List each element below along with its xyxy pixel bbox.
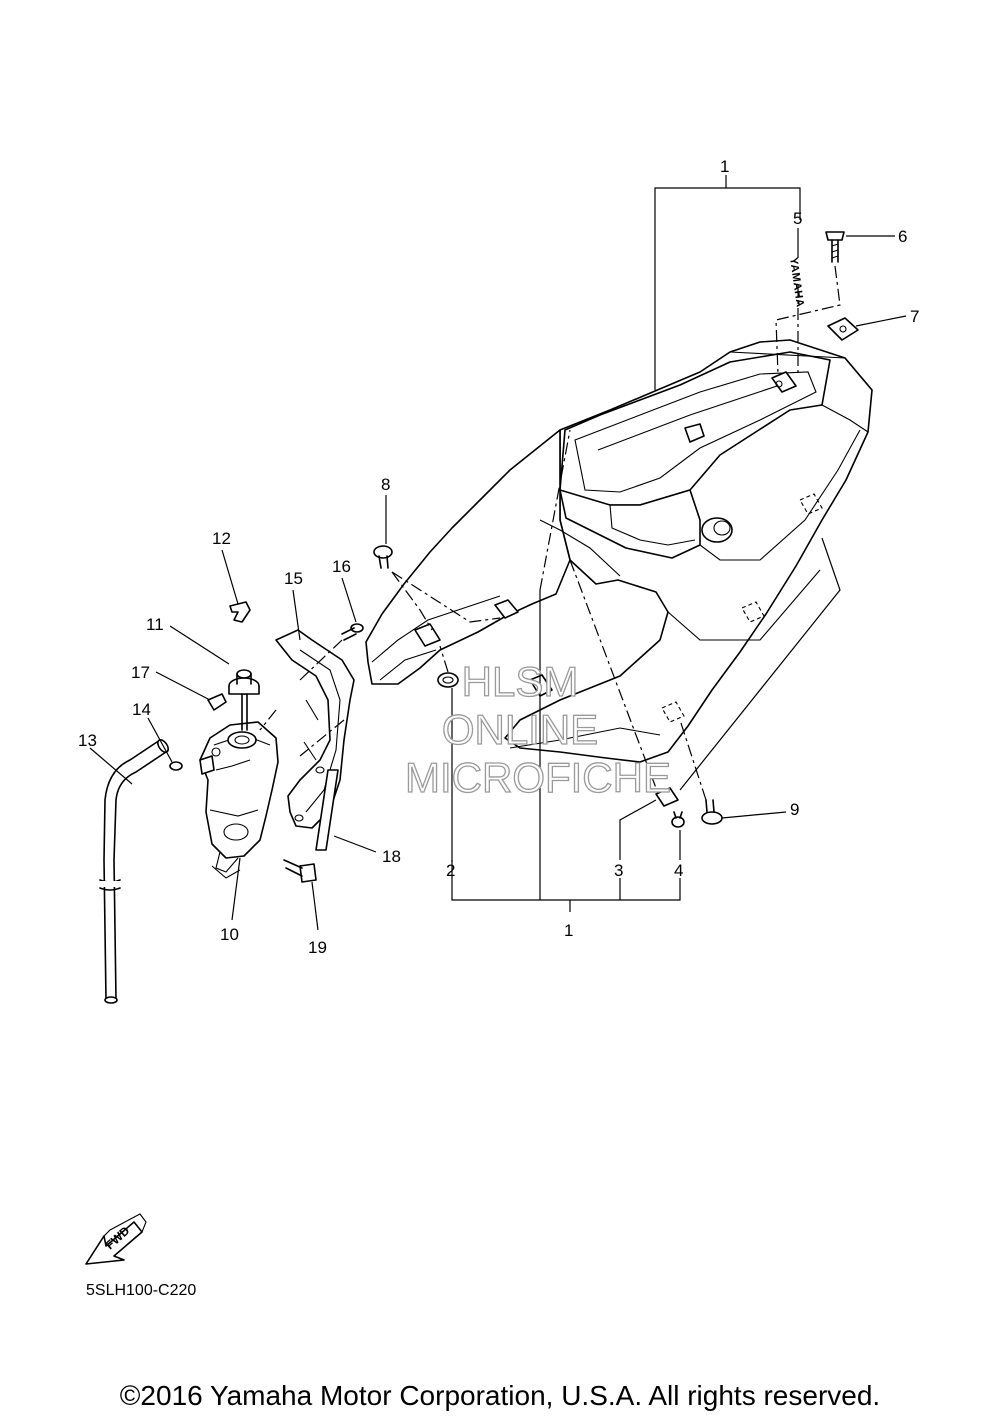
callout-12: 12 (212, 529, 231, 548)
bolt-part-16[interactable] (341, 623, 364, 641)
callout-11: 11 (146, 615, 164, 634)
grommet-part-2[interactable] (437, 672, 459, 688)
watermark: HLSM ONLINE MICROFICHE (404, 657, 671, 801)
nut-part-7[interactable] (827, 317, 859, 341)
yamaha-decal[interactable]: YAMAHA (787, 257, 806, 308)
callout-14: 14 (132, 700, 151, 719)
callout-13: 13 (78, 731, 97, 750)
svg-text:YAMAHA: YAMAHA (787, 257, 806, 308)
callout-15: 15 (284, 569, 303, 588)
callout-5: 5 (793, 209, 802, 228)
callout-18: 18 (382, 847, 401, 866)
diagram-code: 5SLH100-C220 (86, 1282, 196, 1299)
rivet-part-4[interactable] (671, 811, 685, 828)
screw-part-9[interactable] (701, 799, 723, 825)
svg-text:ONLINE: ONLINE (442, 706, 598, 753)
callout-2: 2 (446, 861, 455, 880)
callout-7: 7 (910, 307, 919, 326)
pad-part-18[interactable] (315, 769, 339, 851)
callout-6: 6 (898, 227, 907, 246)
callout-10: 10 (220, 925, 239, 944)
callout-8: 8 (381, 475, 390, 494)
bolt-part-8[interactable] (373, 545, 393, 569)
copyright-notice: ©2016 Yamaha Motor Corporation, U.S.A. A… (119, 1380, 881, 1411)
leader-lines (89, 175, 907, 931)
fwd-arrow-icon: FWD (85, 1213, 147, 1265)
reservoir-tank-part-10[interactable] (199, 721, 279, 879)
callout-3: 3 (614, 861, 623, 880)
svg-text:HLSM: HLSM (462, 658, 579, 705)
hose-fitting-part-12[interactable] (229, 601, 251, 623)
svg-text:MICROFICHE: MICROFICHE (405, 754, 671, 801)
callout-16: 16 (332, 557, 351, 576)
callout-9: 9 (790, 800, 799, 819)
callout-19: 19 (308, 938, 327, 957)
bolt-part-19[interactable] (283, 859, 317, 883)
callout-1-top: 1 (720, 157, 729, 176)
clamp-part-14[interactable] (169, 761, 183, 771)
callout-17: 17 (131, 663, 150, 682)
cap-part-11[interactable] (228, 669, 260, 731)
clip-part-17[interactable] (207, 693, 227, 711)
callout-1-bottom: 1 (564, 921, 573, 940)
callout-4: 4 (674, 861, 683, 880)
hose-part-13[interactable] (98, 738, 170, 1004)
callout-labels: 1 5 6 7 8 9 2 3 4 1 10 11 12 13 14 15 16… (78, 157, 919, 957)
bracket-part-15[interactable] (275, 629, 355, 829)
rear-cowl-assembly[interactable] (365, 339, 873, 763)
clip-part-3[interactable] (655, 787, 679, 807)
screw-part-6[interactable] (825, 231, 845, 263)
